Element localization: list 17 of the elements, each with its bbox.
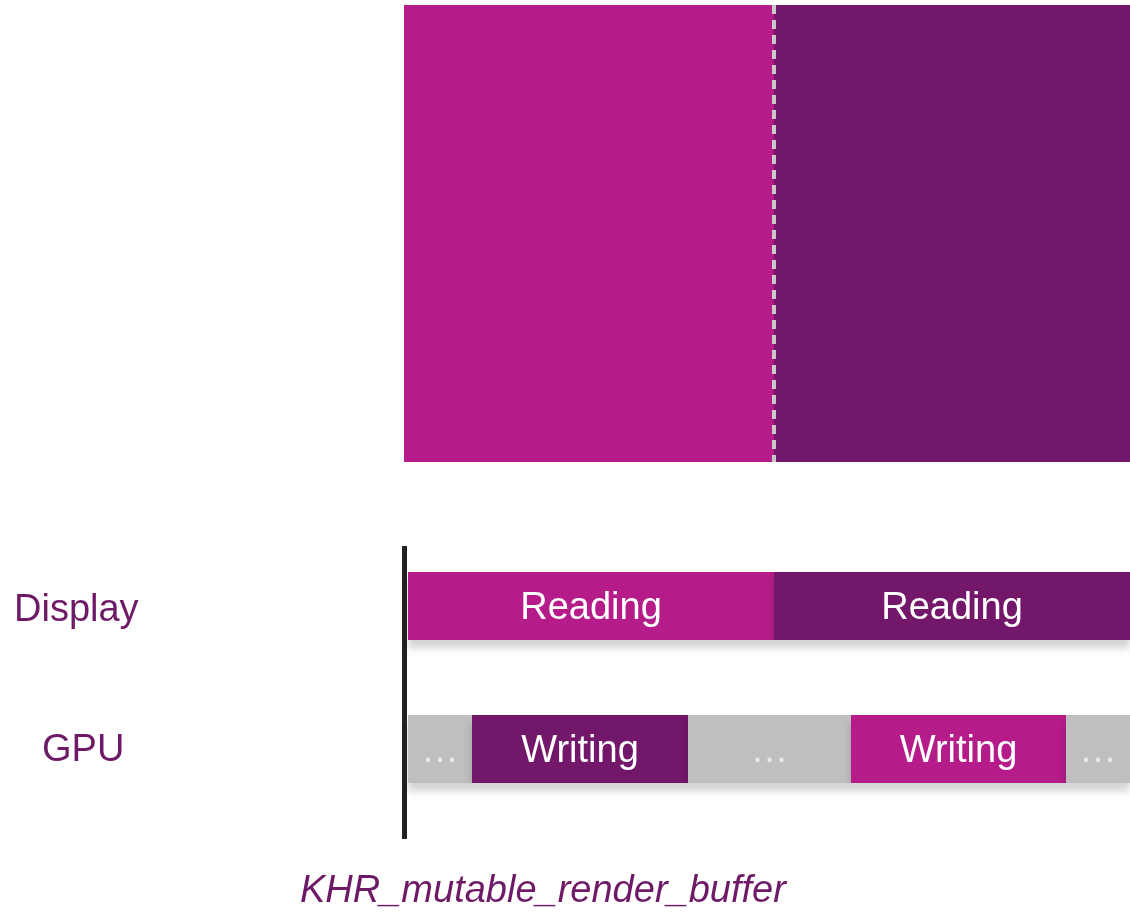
bar-label: Writing <box>521 727 639 771</box>
idle-bar <box>1066 715 1130 783</box>
bar-label: Reading <box>520 584 662 628</box>
row-label: GPU <box>42 727 125 770</box>
bar-label: Writing <box>899 727 1018 771</box>
row-label: Display <box>14 587 139 630</box>
activity-bar <box>472 715 688 783</box>
activity-bar <box>408 572 774 640</box>
bar-label: … <box>1079 727 1117 771</box>
caption: KHR_mutable_render_buffer <box>300 868 786 911</box>
activity-bar <box>851 715 1066 783</box>
activity-bar <box>774 572 1130 640</box>
idle-bar <box>688 715 851 783</box>
bar-label: … <box>421 727 459 771</box>
bar-label: … <box>750 727 789 771</box>
bar-label: Reading <box>881 584 1023 628</box>
idle-bar <box>408 715 472 783</box>
